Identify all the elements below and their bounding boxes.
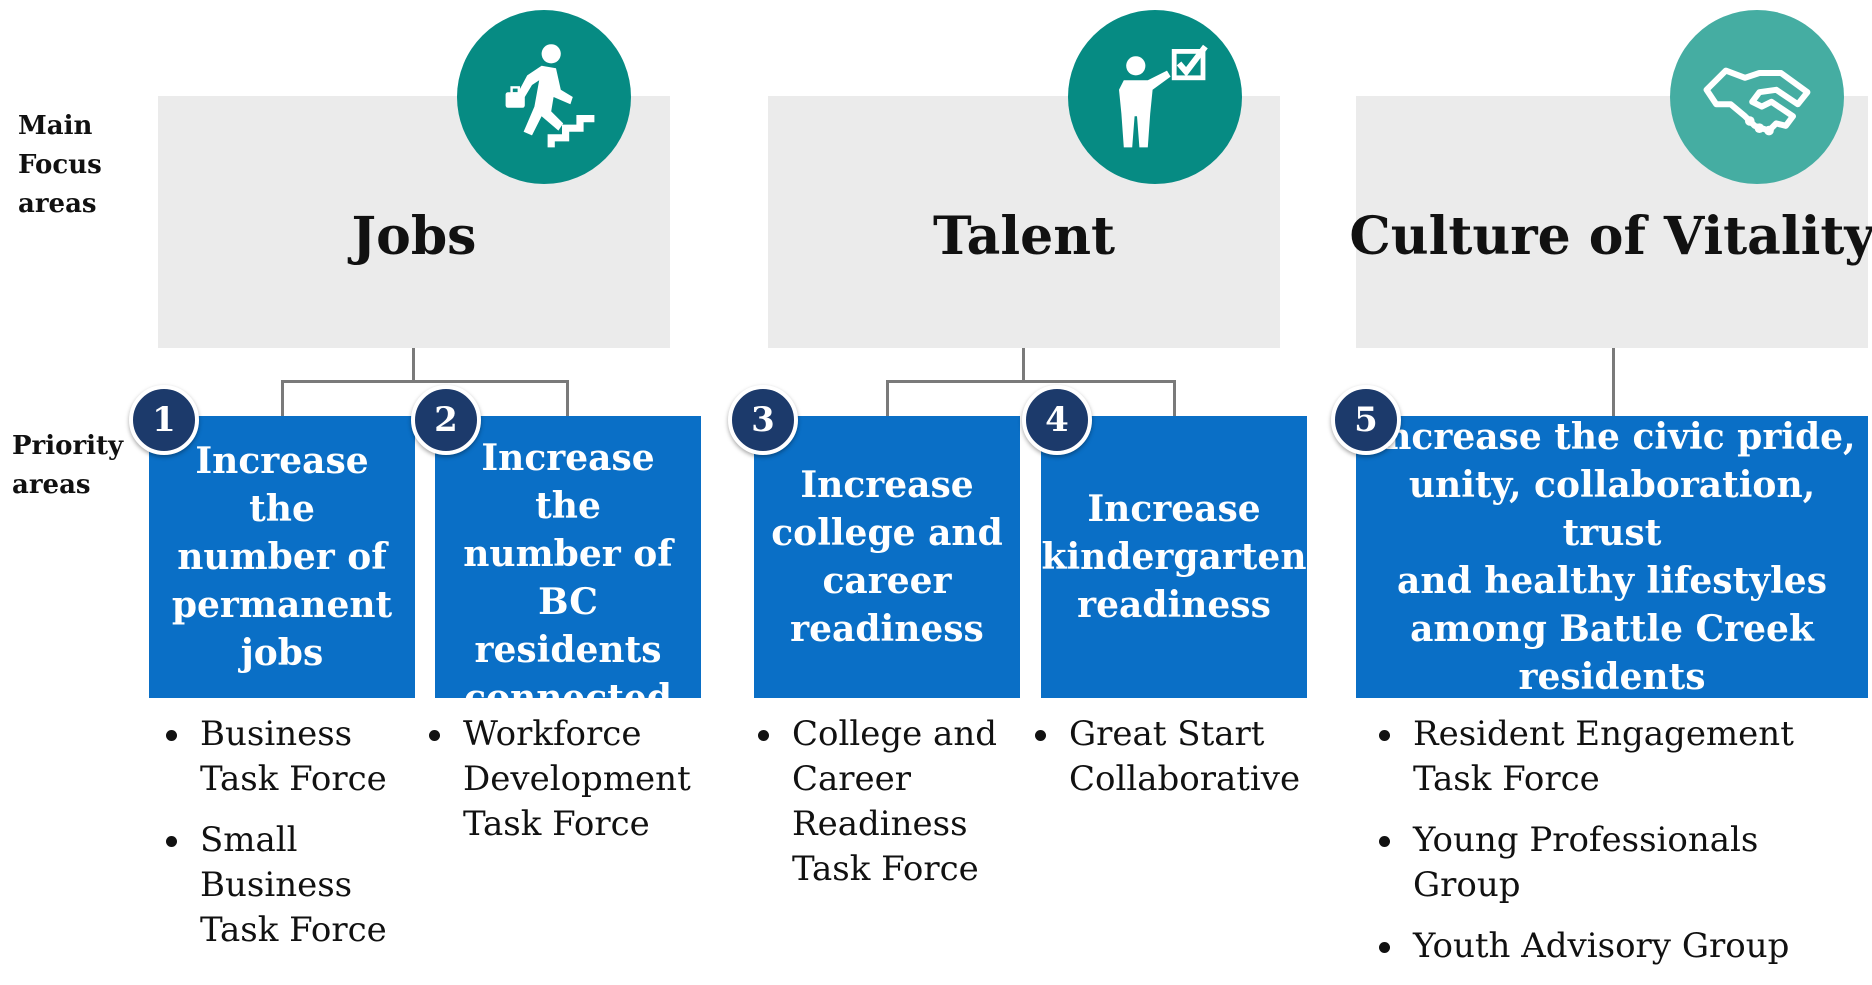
- priority-number-badge: 5: [1331, 385, 1401, 455]
- priority-number-badge: 2: [411, 385, 481, 455]
- connector-line: [886, 380, 889, 416]
- priority-line: jobs: [240, 632, 324, 674]
- priority-label-line: areas: [12, 470, 91, 500]
- task-force-line: Workforce: [463, 714, 642, 754]
- connector-line: [886, 380, 1176, 383]
- task-force-line: Task Force: [792, 849, 979, 889]
- priority-line: Increase: [800, 464, 974, 506]
- task-force-line: Task Force: [463, 804, 650, 844]
- priority-line: permanent: [171, 584, 393, 626]
- task-force-line: Readiness: [792, 804, 968, 844]
- main-focus-label: Main Focus areas: [18, 107, 102, 224]
- task-force-line: Business: [200, 865, 353, 905]
- task-force-line: Career: [792, 759, 912, 799]
- bullet-icon: [1379, 942, 1390, 953]
- priority-line: readiness: [790, 608, 984, 650]
- priority-text: Increase the number of BC residents conn…: [445, 434, 691, 818]
- task-force-line: Young Professionals: [1413, 820, 1759, 860]
- bullet-icon: [166, 836, 177, 847]
- priority-line: Increase: [1087, 488, 1261, 530]
- priority-box-5: Increase the civic pride, unity, collabo…: [1356, 416, 1868, 698]
- priority-line: Increase the civic pride,: [1368, 416, 1856, 458]
- task-force-item: Youth Advisory Group: [1373, 924, 1794, 969]
- connector-line: [281, 380, 284, 416]
- task-force-line: Resident Engagement: [1413, 714, 1794, 754]
- priority-line: jobs: [526, 773, 610, 815]
- task-force-line: Business: [200, 714, 353, 754]
- focus-title: Culture of Vitality: [1349, 205, 1872, 267]
- task-force-line: Small: [200, 820, 298, 860]
- bullet-icon: [1035, 730, 1046, 741]
- priority-line: college and: [771, 512, 1003, 554]
- bullet-icon: [1379, 730, 1390, 741]
- bullet-icon: [166, 730, 177, 741]
- priority-line: Increase the: [195, 440, 369, 530]
- priority-box-4: Increase kindergarten readiness: [1041, 416, 1307, 698]
- bullet-icon: [758, 730, 769, 741]
- presenter-checkbox-icon: [1068, 10, 1242, 184]
- priority-line: connected to: [464, 677, 672, 767]
- focus-box-culture-of-vitality: Culture of Vitality: [1349, 96, 1872, 348]
- handshake-icon: [1670, 10, 1844, 184]
- connector-line: [1173, 380, 1176, 416]
- task-force-line: Task Force: [200, 759, 387, 799]
- priority-line: residents: [1518, 656, 1706, 698]
- task-force-line: Development: [463, 759, 691, 799]
- priority-number-badge: 4: [1022, 385, 1092, 455]
- priority-line: BC residents: [474, 581, 662, 671]
- main-focus-label-line: areas: [18, 189, 97, 219]
- priority-line: readiness: [1077, 584, 1271, 626]
- person-climbing-stairs-icon: [457, 10, 631, 184]
- priority-line: among Battle Creek: [1410, 608, 1814, 650]
- priority-text: Increase the civic pride, unity, collabo…: [1366, 413, 1858, 701]
- main-focus-label-line: Focus: [18, 150, 102, 180]
- task-force-line: Great Start: [1069, 714, 1265, 754]
- focus-title: Jobs: [351, 205, 477, 267]
- priority-line: number of: [177, 536, 387, 578]
- priority-number-badge: 1: [129, 385, 199, 455]
- task-force-line: College and: [792, 714, 997, 754]
- priority-text: Increase college and career readiness: [771, 461, 1002, 653]
- focus-title: Talent: [932, 205, 1116, 267]
- priority-line: career: [822, 560, 952, 602]
- task-force-line: Task Force: [1413, 759, 1600, 799]
- priority-text: Increase kindergarten readiness: [1042, 485, 1307, 629]
- connector-line: [1612, 348, 1615, 416]
- connector-line: [1022, 348, 1025, 382]
- bullet-icon: [1379, 836, 1390, 847]
- priority-line: unity, collaboration, trust: [1408, 464, 1816, 554]
- priority-line: number of: [463, 533, 673, 575]
- priority-box-3: Increase college and career readiness: [754, 416, 1020, 698]
- priority-box-1: Increase the number of permanent jobs: [149, 416, 415, 698]
- priority-label-line: Priority: [12, 431, 124, 461]
- priority-line: and healthy lifestyles: [1397, 560, 1827, 602]
- task-force-line: Collaborative: [1069, 759, 1301, 799]
- priority-label: Priority areas: [12, 427, 123, 505]
- priority-line: Increase the: [481, 437, 655, 527]
- priority-text: Increase the number of permanent jobs: [159, 437, 405, 677]
- task-force-line: Group: [1413, 865, 1521, 905]
- task-force-line: Youth Advisory Group: [1413, 926, 1790, 966]
- main-focus-label-line: Main: [18, 111, 93, 141]
- priority-box-2: Increase the number of BC residents conn…: [435, 416, 701, 815]
- priority-line: kindergarten: [1041, 536, 1307, 578]
- task-force-line: Task Force: [200, 910, 387, 950]
- connector-line: [566, 380, 569, 416]
- connector-line: [412, 348, 415, 382]
- connector-line: [281, 380, 569, 383]
- priority-number-badge: 3: [728, 385, 798, 455]
- bullet-icon: [429, 730, 440, 741]
